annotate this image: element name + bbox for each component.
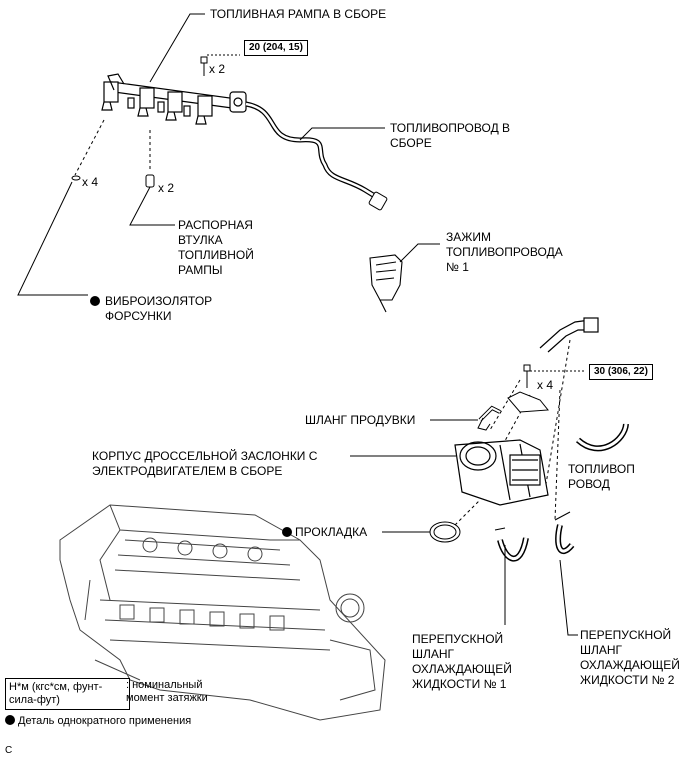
fuel-rail-drawing [101,73,247,125]
bolt-throttle-drawing [523,364,585,388]
non-reusable-dot-icon [282,527,292,537]
qty-spacers: x 2 [158,181,175,195]
non-reusable-dot-icon [5,715,15,725]
label-gasket-text: ПРОКЛАДКА [295,525,368,539]
label-clamp: ЗАЖИМ ТОПЛИВОПРОВОДА № 1 [446,230,563,274]
label-gasket: ПРОКЛАДКА [282,525,367,540]
qty-bolts-throttle: x 4 [537,378,554,392]
leader-clamp [399,243,440,263]
leader-fuel-pipe [299,127,385,141]
fuel-pipe-upper-drawing [539,317,599,353]
qty-bolts-rail: x 2 [209,62,226,76]
label-bypass1: ПЕРЕПУСКНОЙ ШЛАНГ ОХЛАЖДАЮЩЕЙ ЖИДКОСТИ №… [412,632,512,691]
torque-rail-box: 20 (204, 15) [244,40,308,56]
bolt-rail-drawing [200,54,240,76]
label-insulator: ВИБРОИЗОЛЯТОР ФОРСУНКИ [90,294,212,323]
throttle-body-drawing [454,439,549,506]
legend-units-box: Н*м (кгс*см, фунт- сила-фут) [5,678,130,710]
qty-insulators: x 4 [82,175,99,189]
label-bypass2: ПЕРЕПУСКНОЙ ШЛАНГ ОХЛАЖДАЮЩЕЙ ЖИДКОСТИ №… [580,628,680,687]
clamp-drawing [369,254,403,313]
label-throttle: КОРПУС ДРОССЕЛЬНОЙ ЗАСЛОНКИ С ЭЛЕКТРОДВИ… [92,449,318,478]
leader-fuel-rail [149,13,205,83]
leader-bypass2 [559,559,578,636]
label-spacer: РАСПОРНАЯ ВТУЛКА ТОПЛИВНОЙ РАМПЫ [178,218,254,277]
label-fuel-rail: ТОПЛИВНАЯ РАМПА В СБОРЕ [210,7,387,21]
label-fuel-pipe-right: ТОПЛИВОП РОВОД [568,462,635,491]
label-insulator-text: ВИБРОИЗОЛЯТОР ФОРСУНКИ [105,294,213,323]
non-reusable-dot-icon [90,296,100,306]
legend-non-reusable: Деталь однократного применения [5,714,191,729]
label-fuel-pipe: ТОПЛИВОПРОВОД В СБОРЕ [390,121,511,150]
leader-insulator [17,181,88,296]
legend-non-reusable-text: Деталь однократного применения [18,715,192,727]
figure-code: C [5,745,13,756]
fuel-pipe-hose [245,101,380,201]
legend-units-desc: : номинальный момент затяжки [126,679,208,704]
engine-block-drawing [59,504,386,721]
leader-spacer [129,186,175,226]
label-purge-hose: ШЛАНГ ПРОДУВКИ [305,413,416,427]
torque-throttle-box: 30 (306, 22) [589,364,653,380]
